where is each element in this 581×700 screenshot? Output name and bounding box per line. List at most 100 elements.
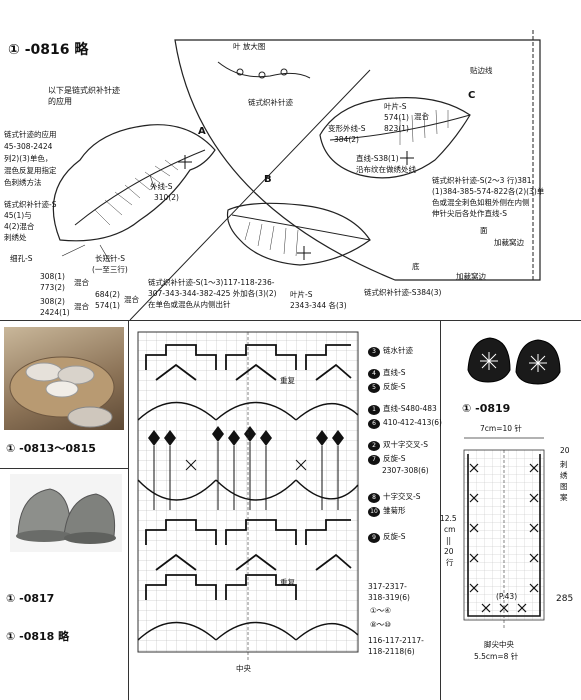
c-straight-label: 直线-S38(1) [356,154,399,163]
legend-number: 3 [368,347,380,357]
bottom-label: 底 [412,262,420,271]
mix-label-2: 混合 [74,302,89,311]
slipper-count-20: 20 [560,446,570,455]
legend-text: 直线-S [383,368,406,377]
height-2: cm [444,525,456,534]
c-right-1: 链式织补针迹-S(2～3 行)381 [432,176,532,185]
nums-c-2: 574(1) [95,301,120,310]
left-note2-3: 4(2)混合 [4,222,35,231]
legend-text: 直线-S480-483 [383,404,437,413]
heading-0819: ① -0819 [462,402,511,415]
long-short-label: 长短针-S [95,254,125,263]
legend-number: 2 [368,441,380,451]
legend-text: 十字交叉-S [383,492,421,501]
embroider-3: 图 [560,482,568,491]
nums-a-2: 773(2) [40,283,65,292]
c-mix-label: 混合 [414,112,429,121]
range-r810: ⑧～⑩ [370,620,391,629]
page-number: 285 [556,594,574,604]
bottom-note-3: 在单色或混色从内侧出针 [148,300,231,309]
c-leaf-num-2: 823(1) [384,124,409,133]
embroider-2: 绣 [560,471,568,480]
left-note-5: 色刺绣方法 [4,178,42,187]
heading-0813: ① -0813～0815 [6,442,96,455]
page-ref: (P.43) [496,592,518,601]
height-3: || [446,536,452,545]
c-straight-label-2: 沿布纹在做绣处线 [356,165,416,174]
legend-text: 双十字交叉-S [383,440,428,449]
leaf-s-num: 2343-344 各(3) [290,301,347,310]
bottom-margin-label: 加裁窝边 [456,272,486,281]
legend-number: 7 [368,455,380,465]
c-face-label-2: 加裁窝边 [494,238,524,247]
heading-0816: ① -0816 略 [8,42,89,58]
left-note2-4: 刺绣处 [4,233,27,242]
label-a: A [198,126,206,137]
embroidery-chart [137,331,359,660]
range-r14: ①～④ [370,606,391,615]
height-1: 12.5 [440,514,457,523]
nums-b-2: 2424(1) [40,308,70,317]
label-b: B [264,174,272,185]
legend-text: 反旋-S [383,532,406,541]
c-variant-label: 变形外线-S [328,124,366,133]
bottom-note-2: 307-343-344-382-425 外加各(3)(2) [148,289,277,298]
legend-number: 4 [368,369,380,379]
legend-number: 5 [368,383,380,393]
legend-text: 雏菊形 [383,506,406,515]
range-2: 116-117-2117- [368,636,424,645]
c-right-3: 色或混全刺色如粗外侧在内侧 [432,198,530,207]
height-4: 20 [444,547,454,556]
legend-text: 反旋-S [383,454,406,463]
one-of-three-label: (一至三行) [92,265,128,274]
legend-number: 10 [368,507,380,517]
c-variant-num: 384(2) [334,135,359,144]
intro-text-1: 以下是链式织补针迹 [48,86,120,95]
left-note-2: 45-308-2424 [4,142,53,151]
leaf-diagram [52,30,541,320]
c-leaf-num-1: 574(1) [384,113,409,122]
legend-text: 2307-308(6) [382,466,429,475]
legend-number: 6 [368,419,380,429]
height-5: 行 [446,558,454,567]
outline-num: 310(2) [154,193,179,202]
divider-vertical-right [440,320,441,700]
nums-c-1: 684(2) [95,290,120,299]
intro-text-2: 的应用 [48,97,72,106]
c-right-2: (1)384-385-574-822各(2)(3)单 [432,187,545,196]
c-face-label: 面 [480,226,488,235]
chain-s384-label: 链式织补针迹-S384(3) [364,288,442,297]
edge-line-label: 贴边线 [470,66,493,75]
range-2b: 118-2118(6) [368,647,415,656]
basket-slippers-photo [4,327,124,430]
heading-0818: ① -0818 略 [6,630,70,643]
chart-center-label: 中央 [236,664,251,673]
left-note-1: 链式针迹的应用 [4,130,57,139]
nums-a-1: 308(1) [40,272,65,281]
embroider-1: 刺 [560,460,568,469]
legend-text: 410-412-413(6) [383,418,442,427]
c-leaf-label: 叶片-S [384,102,407,111]
fine-stitch-label: 细孔-S [10,254,33,263]
leaf-s-label: 叶片-S [290,290,313,299]
legend-number: 8 [368,493,380,503]
embroider-4: 案 [560,493,568,502]
nums-b-1: 308(2) [40,297,65,306]
left-note-4: 混色反复用指定 [4,166,57,175]
legend-text: 链水针迹 [383,346,413,355]
divider-horizontal [0,320,581,321]
divider-vertical-left [128,320,129,700]
black-slippers-photo [464,330,564,392]
range-1: 317-2317- [368,582,407,591]
mix-label-1: 混合 [74,278,89,287]
divider-left-mid [0,468,128,469]
toe-center-label: 脚尖中央 [484,640,514,649]
